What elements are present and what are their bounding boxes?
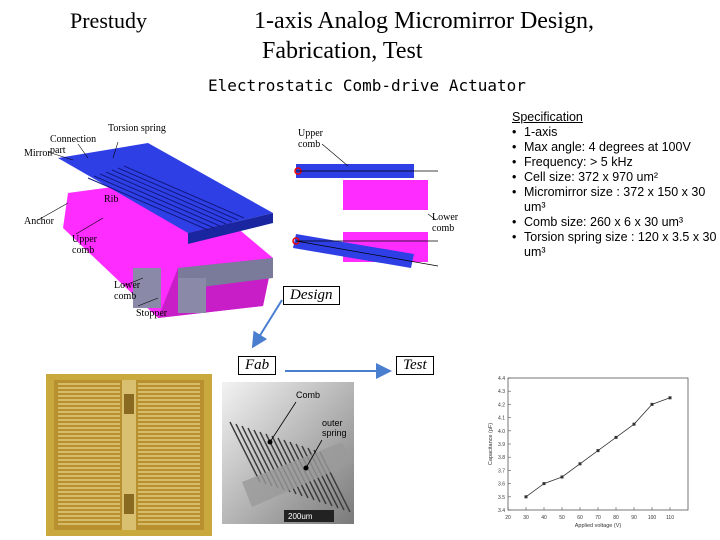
data-point bbox=[542, 482, 546, 486]
data-point bbox=[560, 475, 564, 479]
spec-item: Frequency: > 5 kHz bbox=[512, 155, 717, 170]
anchor-post bbox=[178, 278, 206, 313]
page-title-line2: Fabrication, Test bbox=[262, 38, 423, 64]
leader-lines bbox=[37, 141, 159, 307]
label-anchor: Anchor bbox=[24, 216, 54, 227]
comb-lines bbox=[87, 165, 245, 231]
specification-heading: Specification bbox=[512, 110, 583, 124]
label-upper-comb-right: Upper comb bbox=[298, 128, 323, 150]
spec-item: Max angle: 4 degrees at 100V bbox=[512, 140, 717, 155]
label-upper-comb: Upper comb bbox=[72, 234, 97, 256]
label-connection-part: Connection part bbox=[50, 134, 97, 156]
data-point bbox=[632, 422, 636, 426]
x-tick-label: 70 bbox=[595, 515, 601, 521]
label-mirror: Mirror bbox=[24, 148, 51, 159]
x-tick-label: 20 bbox=[505, 515, 511, 521]
sem-comb-label: Comb bbox=[296, 390, 321, 400]
y-tick-label: 3.5 bbox=[498, 495, 505, 501]
data-point bbox=[578, 462, 582, 466]
lower-comb-flat bbox=[343, 180, 428, 210]
sem-image bbox=[222, 382, 354, 524]
label-lower-comb: Lower comb bbox=[114, 280, 141, 302]
series-line bbox=[525, 397, 671, 498]
y-tick-label: 4.2 bbox=[498, 402, 505, 408]
design-label: Design bbox=[283, 286, 340, 305]
fab-label: Fab bbox=[238, 356, 277, 375]
y-tick-label: 3.7 bbox=[498, 468, 505, 474]
x-tick-label: 110 bbox=[666, 515, 674, 521]
x-tick-label: 60 bbox=[577, 515, 583, 521]
blue-top-plate bbox=[58, 143, 273, 233]
prestudy-label: Prestudy bbox=[70, 8, 147, 33]
comb-side-view-diagram bbox=[292, 143, 439, 268]
y-tick-label: 4.4 bbox=[498, 376, 505, 382]
page-subtitle: Electrostatic Comb-drive Actuator bbox=[208, 76, 526, 95]
y-tick-label: 3.9 bbox=[498, 442, 505, 448]
label-torsion-spring: Torsion spring bbox=[108, 123, 166, 134]
data-point bbox=[596, 449, 600, 453]
x-tick-label: 80 bbox=[613, 515, 619, 521]
spec-item: Torsion spring size : 120 x 3.5 x 30 um³ bbox=[512, 230, 717, 260]
y-axis-label: Capacitance (pF) bbox=[488, 423, 494, 465]
flow-arrows bbox=[251, 299, 392, 379]
sem-scale-label: 200um bbox=[288, 512, 313, 521]
spec-item: 1-axis bbox=[512, 125, 717, 140]
capacitance-chart: 20 30 40 50 60 70 80 90 100 110 3.4 3.5 3.6 3.7 3.8 3.9… bbox=[488, 376, 689, 529]
y-tick-label: 3.6 bbox=[498, 482, 505, 488]
y-tick-label: 4.1 bbox=[498, 416, 505, 422]
label-lower-comb-right: Lower comb bbox=[432, 212, 459, 234]
sem-outer-spring-label: outer spring bbox=[322, 418, 347, 438]
blue-plate-edge bbox=[188, 213, 273, 244]
x-tick-label: 50 bbox=[559, 515, 565, 521]
y-tick-label: 3.4 bbox=[498, 508, 505, 514]
spec-item: Comb size: 260 x 6 x 30 um³ bbox=[512, 215, 717, 230]
y-tick-label: 3.8 bbox=[498, 455, 505, 461]
x-tick-label: 90 bbox=[631, 515, 637, 521]
x-tick-label: 40 bbox=[541, 515, 547, 521]
spec-item: Cell size: 372 x 970 um² bbox=[512, 170, 717, 185]
data-point bbox=[524, 495, 528, 499]
page-title-line1: 1-axis Analog Micromirror Design, bbox=[254, 8, 594, 34]
y-tick-label: 4.3 bbox=[498, 389, 505, 395]
specification-list: 1-axis Max angle: 4 degrees at 100V Freq… bbox=[512, 125, 717, 260]
data-point bbox=[614, 435, 618, 439]
fabricated-chip-photo bbox=[46, 374, 212, 536]
x-tick-label: 30 bbox=[523, 515, 529, 521]
spec-item: Micromirror size : 372 x 150 x 30 um³ bbox=[512, 185, 717, 215]
data-point bbox=[668, 396, 672, 400]
arrow-design-to-fab bbox=[251, 299, 283, 349]
stopper-post bbox=[133, 268, 161, 308]
data-point bbox=[650, 402, 654, 406]
device-3d-drawing bbox=[37, 141, 273, 318]
test-label: Test bbox=[396, 356, 434, 375]
label-rib: Rib bbox=[104, 194, 119, 205]
x-tick-label: 100 bbox=[648, 515, 657, 521]
x-axis-label: Applied voltage (V) bbox=[575, 523, 622, 529]
y-tick-label: 4.0 bbox=[498, 429, 505, 435]
label-stopper: Stopper bbox=[136, 308, 168, 319]
specification-panel: Specification 1-axis Max angle: 4 degree… bbox=[512, 110, 717, 260]
